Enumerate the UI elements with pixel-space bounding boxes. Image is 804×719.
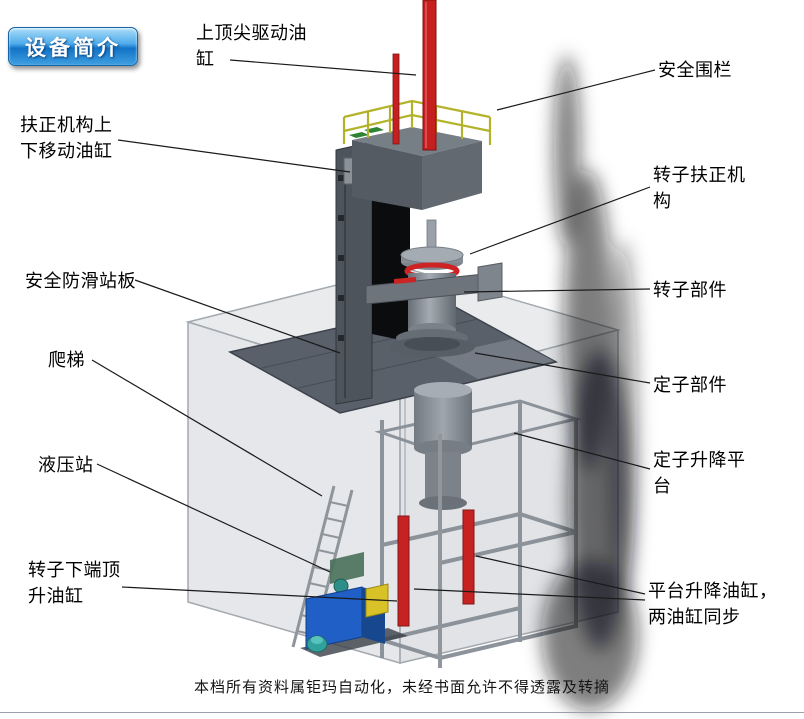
label-rotor-part: 转子部件 xyxy=(653,280,727,300)
safety-railing xyxy=(342,99,492,145)
stator-assembly xyxy=(414,382,472,510)
label-top-drive-cylinder: 上顶尖驱动油缸 xyxy=(196,23,307,69)
label-rotor-bottom-jack-cylinder: 转子下端顶升油缸 xyxy=(28,560,121,606)
label-centering-updown-cylinder: 扶正机构上下移动油缸 xyxy=(20,115,113,161)
bottom-divider xyxy=(0,712,804,713)
aux-equipment xyxy=(330,552,364,594)
top-drive-cylinder xyxy=(392,0,437,151)
label-ladder: 爬梯 xyxy=(48,350,85,370)
label-stator-lift-platform: 定子升降平台 xyxy=(653,450,746,496)
head-assembly xyxy=(349,127,482,210)
shadow-smudge xyxy=(542,55,638,710)
label-platform-lift-cylinders: 平台升降油缸，两油缸同步 xyxy=(648,581,778,627)
label-antislip-platform: 安全防滑站板 xyxy=(25,271,136,291)
hydraulic-station xyxy=(300,583,408,657)
leader-lines xyxy=(91,59,656,602)
footer-copyright: 本档所有资料属钜玛自动化，未经书面允许不得透露及转摘 xyxy=(193,680,610,696)
label-hydraulic-station: 液压站 xyxy=(38,455,94,475)
title-badge: 设备简介 xyxy=(8,27,138,66)
label-stator-part: 定子部件 xyxy=(653,375,727,395)
label-safety-fence: 安全围栏 xyxy=(658,60,732,80)
rotor-assembly xyxy=(389,219,475,357)
platform-lift-cylinders xyxy=(397,509,475,627)
label-rotor-centering-mechanism: 转子扶正机构 xyxy=(653,165,746,211)
